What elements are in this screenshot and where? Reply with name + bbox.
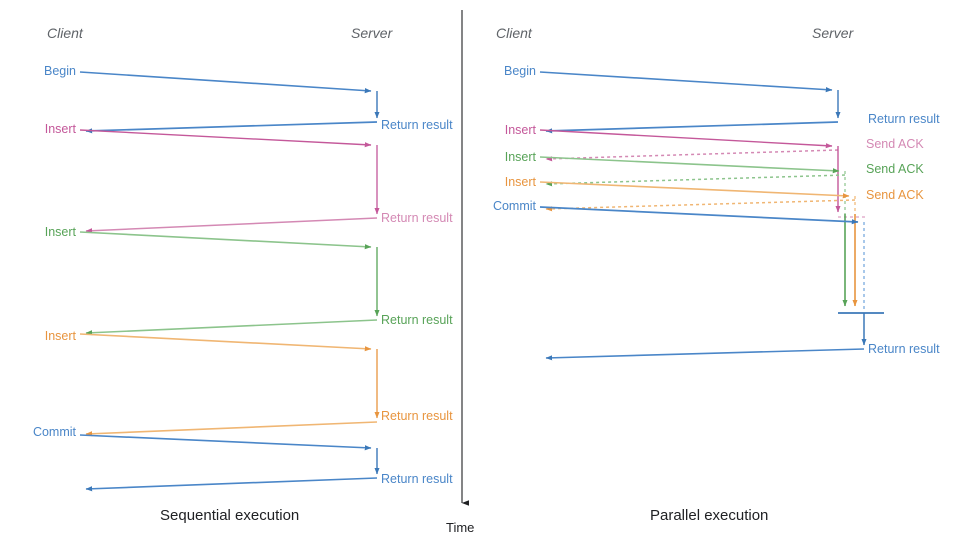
par-label-insert-2: Insert bbox=[504, 150, 536, 164]
par-message-insert-2 bbox=[539, 156, 848, 307]
seq-label-begin: Begin bbox=[44, 64, 76, 78]
sequential-panel-graphics bbox=[79, 71, 380, 492]
parallel-caption: Parallel execution bbox=[650, 507, 769, 524]
seq-return-insert-1: Return result bbox=[381, 211, 453, 225]
seq-message-insert-1 bbox=[79, 129, 380, 234]
seq-label-commit: Commit bbox=[32, 425, 76, 439]
seq-message-insert-2 bbox=[79, 231, 380, 336]
seq-label-insert-3: Insert bbox=[44, 329, 76, 343]
seq-return-commit: Return result bbox=[381, 472, 453, 486]
seq-message-begin bbox=[79, 71, 380, 134]
par-label-commit: Commit bbox=[492, 199, 536, 213]
seq-return-begin: Return result bbox=[381, 118, 453, 132]
par-message-insert-3 bbox=[539, 181, 858, 307]
seq-return-insert-2: Return result bbox=[381, 313, 453, 327]
time-axis-label: Time bbox=[446, 520, 475, 535]
par-message-begin bbox=[539, 71, 841, 134]
par-label-insert-1: Insert bbox=[504, 123, 536, 137]
par-ack-insert-3: Send ACK bbox=[866, 188, 924, 202]
parallel-panel-graphics bbox=[539, 71, 884, 361]
seq-actor-client: Client bbox=[47, 25, 83, 41]
seq-label-insert-2: Insert bbox=[44, 225, 76, 239]
par-return-commit: Return result bbox=[868, 342, 940, 356]
par-actor-client: Client bbox=[496, 25, 532, 41]
seq-actor-server: Server bbox=[351, 25, 393, 41]
par-message-commit bbox=[539, 206, 884, 361]
seq-message-commit bbox=[79, 434, 380, 492]
seq-message-insert-3 bbox=[79, 333, 380, 437]
par-message-insert-1 bbox=[539, 129, 866, 218]
par-label-insert-3: Insert bbox=[504, 175, 536, 189]
par-return-begin: Return result bbox=[868, 112, 940, 126]
par-ack-insert-1: Send ACK bbox=[866, 137, 924, 151]
seq-return-insert-3: Return result bbox=[381, 409, 453, 423]
seq-label-insert-1: Insert bbox=[44, 122, 76, 136]
par-ack-insert-2: Send ACK bbox=[866, 162, 924, 176]
sequential-caption: Sequential execution bbox=[160, 507, 300, 524]
par-label-begin: Begin bbox=[504, 64, 536, 78]
par-actor-server: Server bbox=[812, 25, 854, 41]
